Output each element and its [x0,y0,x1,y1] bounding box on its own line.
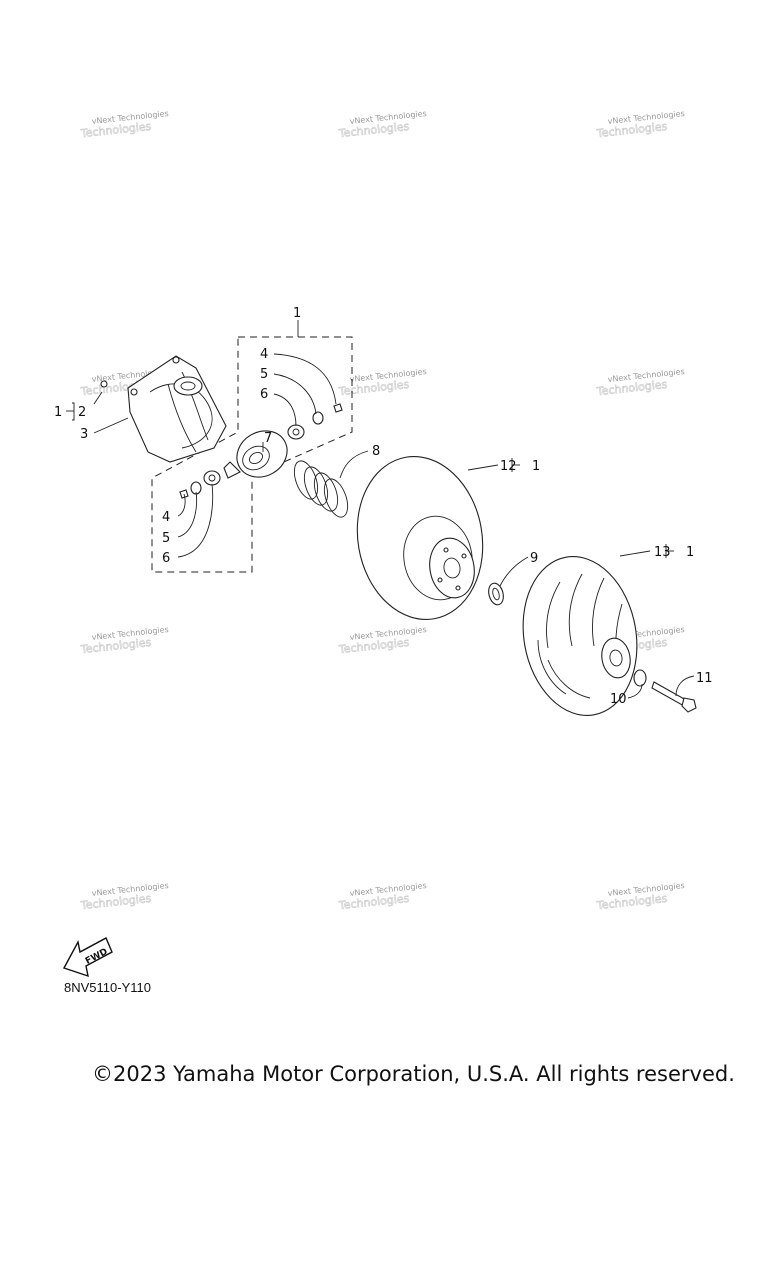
watermark-outline: Technologies [337,120,410,140]
callout-7: 7 [264,431,272,446]
callout-1-top: 1 [293,306,301,321]
callout-11: 11 [696,671,713,686]
callout-5-bottom: 5 [162,531,170,546]
part-13-fan-sheave [522,556,638,716]
callout-4-bottom: 4 [162,510,170,525]
callout-6-bottom: 6 [162,551,170,566]
watermark-outline: Technologies [337,636,410,656]
part-7-hub [223,430,288,479]
part-3-housing [100,355,227,463]
watermark-outline: Technologies [79,120,152,140]
callout-3: 3 [80,427,88,442]
copyright-notice: ©2023 Yamaha Motor Corporation, U.S.A. A… [92,1062,735,1086]
leader-lines [66,353,695,699]
part-12-sheave [356,455,484,621]
part-4-clip-top [333,403,343,413]
watermark-outline: Technologies [595,120,668,140]
callout-12-parent: 1 [532,459,540,474]
callout-13: 13 [654,545,671,560]
callout-9: 9 [530,551,538,566]
watermark-outline: Technologies [79,636,152,656]
callout-13-parent: 1 [686,545,694,560]
watermark-outline: Technologies [79,892,152,912]
diagram-code: 8NV5110-Y110 [64,980,151,995]
part-9-washer [488,582,504,606]
watermark-outline: Technologies [337,892,410,912]
part-6-bearing-top [287,424,305,440]
watermark-outline: Technologies [337,378,410,398]
watermark-outline: Technologies [595,892,668,912]
fwd-arrow-icon: FWD [62,937,113,978]
callout-4-top: 4 [260,347,268,362]
callout-12: 12 [500,459,517,474]
callout-1-left: 1 [54,405,62,420]
callout-8: 8 [372,444,380,459]
part-8-spring [293,460,349,518]
callout-5-top: 5 [260,367,268,382]
callout-10: 10 [610,692,627,707]
watermark-outline: Technologies [595,378,668,398]
part-10-washer [633,669,647,687]
part-6-bearing-bottom [203,470,221,486]
part-5-washer-top [312,411,324,425]
callout-2: 2 [78,405,86,420]
part-11-bolt [651,681,687,707]
callout-6-top: 6 [260,387,268,402]
